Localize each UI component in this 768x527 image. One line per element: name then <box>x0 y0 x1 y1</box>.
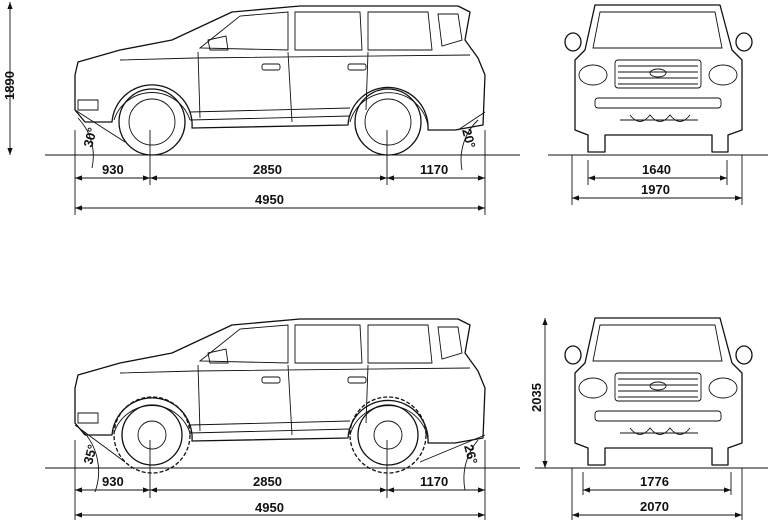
rear-overhang-label-top: 1170 <box>420 162 448 177</box>
side-view-modified <box>74 318 486 474</box>
length-label-top: 4950 <box>255 192 284 207</box>
departure-angle-label-bottom: 26° <box>461 443 481 466</box>
front-overhang-label-bottom: 930 <box>102 474 124 489</box>
track-label-top: 1640 <box>642 162 671 177</box>
front-overhang-label-top: 930 <box>102 162 124 177</box>
approach-angle-label-top: 30° <box>80 126 100 149</box>
wheelbase-label-bottom: 2850 <box>253 474 282 489</box>
dimension-lines-top <box>7 2 743 215</box>
rear-overhang-label-bottom: 1170 <box>420 474 448 489</box>
approach-angle-label-bottom: 35° <box>80 443 100 466</box>
front-view-modified <box>564 317 753 466</box>
dimension-lines-bottom <box>74 318 743 520</box>
width-label-bottom: 2070 <box>640 499 669 514</box>
width-label-top: 1970 <box>641 182 670 197</box>
length-label-bottom: 4950 <box>255 500 284 515</box>
front-view-standard <box>564 4 753 153</box>
height-label-bottom: 2035 <box>529 383 544 412</box>
side-view-standard <box>74 5 486 156</box>
track-label-bottom: 1776 <box>640 474 669 489</box>
wheelbase-label-top: 2850 <box>253 162 282 177</box>
height-label-top: 1890 <box>2 71 17 100</box>
departure-angle-label-top: 20° <box>459 127 479 150</box>
